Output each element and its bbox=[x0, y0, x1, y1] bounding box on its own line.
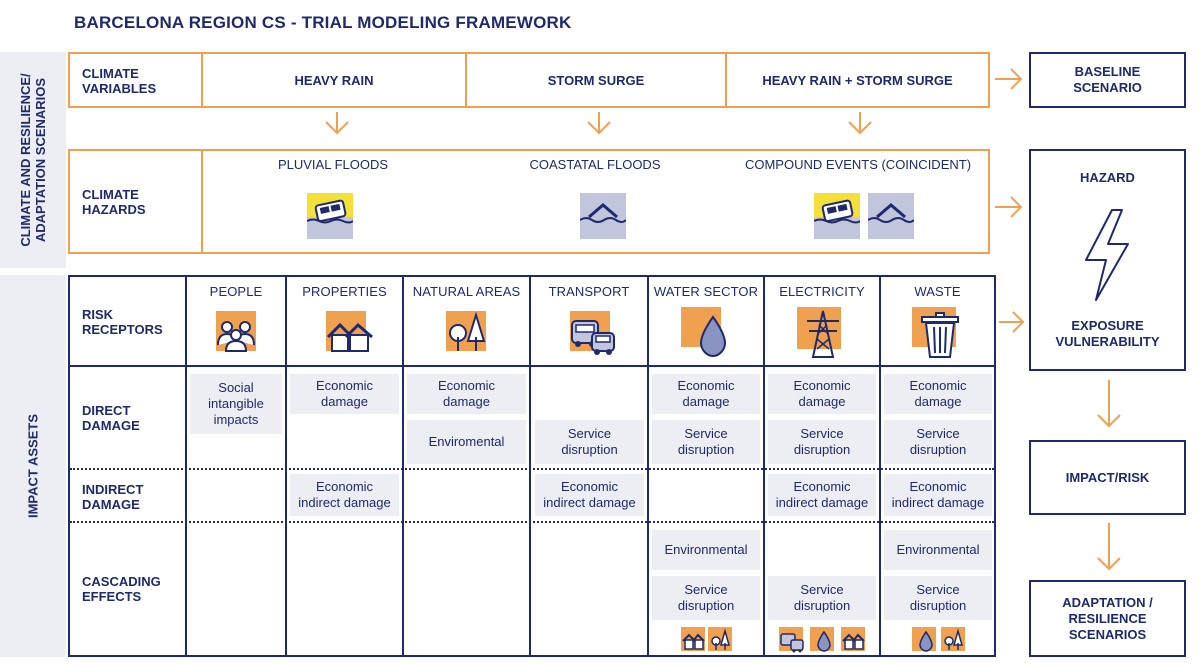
direct-damage-label: DIRECT DAMAGE bbox=[82, 403, 140, 433]
cell-electricity-direct-economic: Economic damage bbox=[768, 374, 876, 414]
indirect-damage-label: INDIRECT DAMAGE bbox=[82, 482, 144, 512]
cascading-effects-label: CASCADING EFFECTS bbox=[82, 574, 161, 604]
climate-variables-row bbox=[68, 52, 990, 108]
variable-storm-surge: STORM SURGE bbox=[547, 72, 645, 88]
hazard-pluvial-label: PLUVIAL FLOODS bbox=[277, 157, 389, 172]
arrow-down-icon bbox=[848, 112, 872, 135]
trees-icon bbox=[708, 627, 732, 651]
arrow-right-icon bbox=[999, 311, 1025, 333]
houses-icon bbox=[326, 311, 373, 352]
water-drop-icon bbox=[681, 307, 727, 358]
arrow-right-icon bbox=[995, 68, 1023, 90]
divider bbox=[285, 275, 287, 657]
houses-icon bbox=[841, 627, 865, 651]
hazard-coastal-label: COASTATAL FLOODS bbox=[529, 157, 661, 172]
hazard-label: HAZARD bbox=[1080, 170, 1135, 185]
cell-electricity-cascading-service: Service disruption bbox=[768, 576, 876, 620]
divider bbox=[725, 52, 727, 108]
receptor-transport: TRANSPORT bbox=[548, 284, 630, 299]
arrow-down-icon bbox=[1097, 523, 1121, 571]
variable-combined: HEAVY RAIN + STORM SURGE bbox=[762, 72, 953, 88]
cars-icon bbox=[570, 311, 615, 355]
side-label-impact: IMPACT ASSETS bbox=[25, 413, 41, 519]
impact-risk-box: IMPACT/RISK bbox=[1029, 440, 1186, 515]
cell-people-direct: Social intangible impacts bbox=[190, 374, 282, 434]
cell-waste-direct-service: Service disruption bbox=[884, 420, 992, 464]
risk-receptors-label: RISK RECEPTORS bbox=[82, 307, 163, 337]
divider bbox=[68, 365, 996, 367]
divider bbox=[185, 275, 187, 657]
adaptation-resilience-box: ADAPTATION / RESILIENCE SCENARIOS bbox=[1029, 580, 1186, 657]
cell-water-cascading-environmental: Environmental bbox=[652, 530, 760, 570]
divider bbox=[70, 521, 994, 523]
exposure-vulnerability-label: EXPOSURE VULNERABILITY bbox=[1055, 318, 1160, 349]
trash-bin-icon bbox=[912, 307, 959, 358]
divider bbox=[879, 275, 881, 657]
divider bbox=[529, 275, 531, 657]
receptor-natural-areas: NATURAL AREAS bbox=[412, 284, 521, 299]
cell-water-cascading-service: Service disruption bbox=[652, 576, 760, 620]
cell-transport-indirect: Economic indirect damage bbox=[535, 474, 644, 516]
hazard-compound-label: COMPOUND EVENTS (COINCIDENT) bbox=[744, 157, 972, 172]
side-label-scenarios: CLIMATE AND RESILIENCE/ ADAPTATION SCENA… bbox=[18, 73, 48, 247]
power-tower-icon bbox=[797, 307, 841, 358]
cars-icon bbox=[779, 627, 804, 653]
side-band-impact: IMPACT ASSETS bbox=[0, 275, 66, 657]
cell-properties-direct: Economic damage bbox=[290, 374, 399, 414]
trees-icon bbox=[941, 627, 965, 651]
divider bbox=[201, 52, 203, 108]
cell-properties-indirect: Economic indirect damage bbox=[290, 474, 399, 516]
flooded-car-icon bbox=[307, 193, 353, 239]
climate-variables-label: CLIMATE VARIABLES bbox=[82, 66, 157, 96]
cell-electricity-indirect: Economic indirect damage bbox=[768, 474, 876, 516]
divider bbox=[201, 149, 203, 254]
arrow-down-icon bbox=[587, 112, 611, 135]
people-icon bbox=[216, 311, 256, 352]
hazard-exposure-box bbox=[1029, 149, 1186, 371]
cell-natural-direct-economic: Economic damage bbox=[407, 374, 526, 414]
receptor-waste: WASTE bbox=[914, 284, 961, 299]
receptor-water-sector: WATER SECTOR bbox=[653, 284, 759, 299]
divider bbox=[70, 468, 994, 470]
water-drop-icon bbox=[810, 627, 834, 652]
divider bbox=[647, 275, 649, 657]
flooded-house-icon bbox=[868, 193, 914, 239]
receptor-properties: PROPERTIES bbox=[302, 284, 387, 299]
baseline-scenario-box: BASELINE SCENARIO bbox=[1029, 52, 1186, 108]
flooded-car-icon bbox=[814, 193, 860, 239]
cell-waste-direct-economic: Economic damage bbox=[884, 374, 992, 414]
cell-water-direct-economic: Economic damage bbox=[652, 374, 760, 414]
receptor-electricity: ELECTRICITY bbox=[779, 284, 865, 299]
receptor-people: PEOPLE bbox=[209, 284, 263, 299]
divider bbox=[763, 275, 765, 657]
page-title: BARCELONA REGION CS - TRIAL MODELING FRA… bbox=[74, 13, 572, 32]
cell-transport-direct: Service disruption bbox=[535, 420, 644, 464]
climate-hazards-label: CLIMATE HAZARDS bbox=[82, 187, 146, 217]
cell-waste-indirect: Economic indirect damage bbox=[884, 474, 992, 516]
houses-icon bbox=[681, 627, 705, 651]
cell-waste-cascading-service: Service disruption bbox=[884, 576, 992, 620]
arrow-right-icon bbox=[995, 196, 1023, 218]
arrow-down-icon bbox=[1097, 380, 1121, 428]
variable-heavy-rain: HEAVY RAIN bbox=[294, 72, 374, 88]
divider bbox=[402, 275, 404, 657]
cell-water-direct-service: Service disruption bbox=[652, 420, 760, 464]
lightning-icon bbox=[1085, 209, 1129, 301]
trees-icon bbox=[446, 311, 486, 351]
flooded-house-icon bbox=[580, 193, 626, 239]
side-band-scenarios: CLIMATE AND RESILIENCE/ ADAPTATION SCENA… bbox=[0, 52, 66, 268]
cell-electricity-direct-service: Service disruption bbox=[768, 420, 876, 464]
arrow-down-icon bbox=[325, 112, 349, 135]
divider bbox=[465, 52, 467, 108]
water-drop-icon bbox=[912, 627, 936, 652]
cell-waste-cascading-environmental: Environmental bbox=[884, 530, 992, 570]
cell-natural-direct-enviromental: Enviromental bbox=[407, 420, 526, 464]
